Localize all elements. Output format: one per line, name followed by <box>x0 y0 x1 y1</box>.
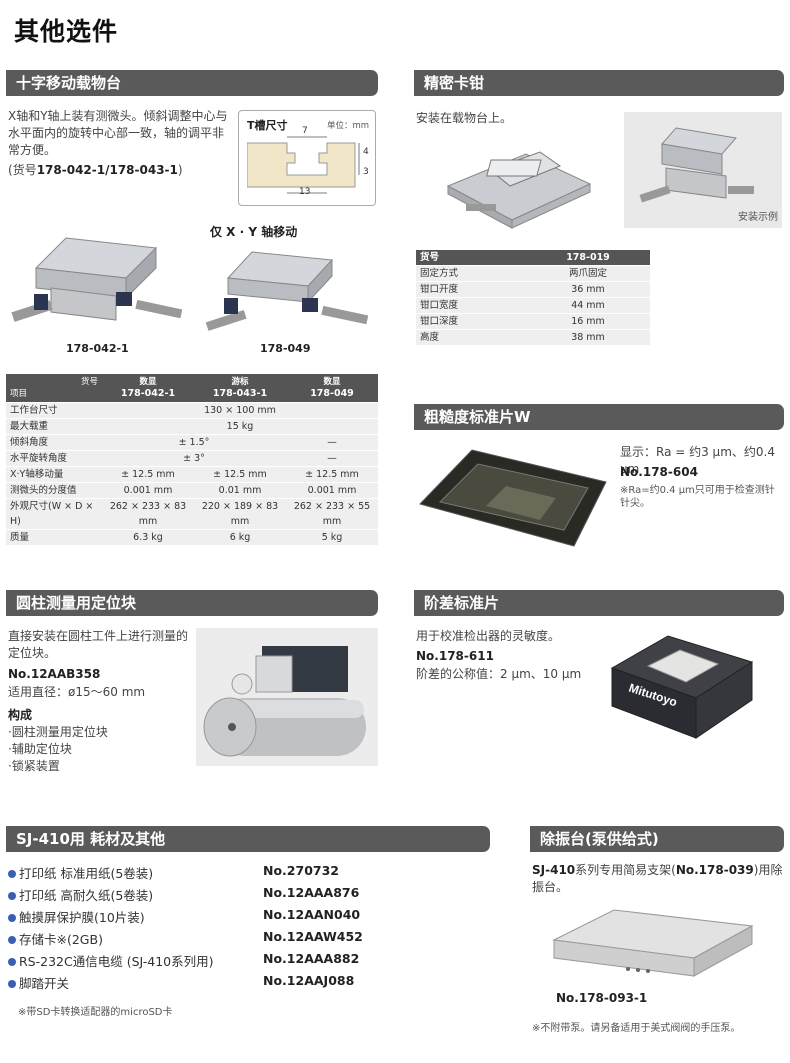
table-row: 固定方式两爪固定 <box>416 265 650 282</box>
tslot-title: T槽尺寸 <box>247 119 288 132</box>
precision-vise-example-photo <box>639 127 754 203</box>
composition-title: 构成 <box>8 708 33 722</box>
list-item: 打印纸 标准用纸(5卷装)No.270732 <box>8 863 488 885</box>
bullet-icon <box>8 914 16 922</box>
tslot-dim-13: 13 <box>299 187 311 197</box>
roughness-part-no: No.178-604 <box>620 465 698 479</box>
table-corner: 货号 项目 <box>6 374 102 403</box>
tslot-dim-3: 3 <box>363 167 369 177</box>
roughness-note: ※Ra=约0.4 μm只可用于检查测针针尖。 <box>620 485 775 509</box>
precision-vise-example-box: 安装示例 <box>624 112 782 228</box>
tslot-dim-7: 7 <box>302 126 308 136</box>
section-header-cylinder-block: 圆柱测量用定位块 <box>6 590 378 616</box>
vibration-table-description: SJ-410系列专用简易支架(No.178-039)用除振台。 <box>532 863 783 894</box>
list-item: RS-232C通信电缆 (SJ-410系列用)No.12AAA882 <box>8 951 488 973</box>
consumables-note: ※带SD卡转换适配器的microSD卡 <box>18 1007 173 1018</box>
section-header-vibration-table: 除振台(泵供给式) <box>530 826 784 852</box>
cross-stage-photo-178-049 <box>205 251 369 331</box>
cross-stage-description: X轴和Y轴上装有测微头。倾斜调整中心与水平面内的旋转中心部一致，轴的调平非常方便… <box>8 109 228 157</box>
bullet-icon <box>8 958 16 966</box>
photo-label-178-042-1: 178-042-1 <box>66 342 129 355</box>
section-header-step-specimen: 阶差标准片 <box>414 590 784 616</box>
vibration-table-note: ※不附带泵。请另备适用于美式阀阀的手压泵。 <box>532 1023 741 1034</box>
cross-stage-photo-178-042-1 <box>11 237 183 322</box>
install-example-label: 安装示例 <box>738 212 778 223</box>
cylinder-block-part-no: No.12AAB358 <box>8 667 101 681</box>
xy-only-label: 仅 X · Y 轴移动 <box>210 225 298 239</box>
table-row: 倾斜角度± 1.5°— <box>6 434 378 451</box>
list-item: 打印纸 高耐久纸(5卷装)No.12AAA876 <box>8 885 488 907</box>
roughness-display: 显示：Ra = 约3 μm、约0.4 μm <box>620 445 775 476</box>
composition-item: ·圆柱测量用定位块 <box>8 725 108 739</box>
step-specimen-photo <box>610 635 754 739</box>
list-item: 存储卡※(2GB)No.12AAW452 <box>8 929 488 951</box>
tslot-unit: 单位：mm <box>327 121 370 131</box>
section-header-cross-stage: 十字移动载物台 <box>6 70 378 96</box>
step-specimen-part-no: No.178-611 <box>416 649 494 663</box>
cylinder-block-diameter: 适用直径：ø15～60 mm <box>8 685 146 699</box>
vibration-table-photo <box>552 909 754 977</box>
precision-vise-photo <box>446 151 592 229</box>
table-row: 水平旋转角度± 3°— <box>6 450 378 467</box>
precision-vise-description: 安装在载物台上。 <box>416 111 513 125</box>
tslot-drawing <box>247 136 360 194</box>
tslot-dim-4: 4 <box>363 147 369 157</box>
tslot-diagram: T槽尺寸 单位：mm 7 4 3 13 <box>238 110 376 206</box>
vibration-table-part-no: No.178-093-1 <box>556 991 648 1005</box>
cross-stage-part-no: 178-042-1/178-043-1 <box>36 163 178 177</box>
cylinder-block-description: 直接安装在圆柱工件上进行测量的定位块。 <box>8 629 189 660</box>
composition-item: ·辅助定位块 <box>8 742 72 756</box>
page-title: 其他选件 <box>14 17 119 46</box>
table-row: X·Y轴移动量± 12.5 mm± 12.5 mm± 12.5 mm <box>6 466 378 483</box>
list-item: 触摸屏保护膜(10片装)No.12AAN040 <box>8 907 488 929</box>
step-specimen-nominal: 阶差的公称值：2 μm、10 μm <box>416 667 582 681</box>
bullet-icon <box>8 936 16 944</box>
section-header-consumables: SJ-410用 耗材及其他 <box>6 826 490 852</box>
bullet-icon <box>8 892 16 900</box>
bullet-icon <box>8 980 16 988</box>
bullet-icon <box>8 870 16 878</box>
cylinder-block-photo <box>196 628 378 766</box>
composition-item: ·锁紧装置 <box>8 759 60 773</box>
step-specimen-description: 用于校准检出器的灵敏度。 <box>416 629 561 643</box>
section-header-precision-vise: 精密卡钳 <box>414 70 784 96</box>
section-header-roughness-specimen: 粗糙度标准片W <box>414 404 784 430</box>
photo-label-178-049: 178-049 <box>260 342 311 355</box>
cross-stage-part-line: (货号178-042-1/178-043-1) <box>8 163 183 177</box>
roughness-specimen-photo <box>419 449 607 547</box>
